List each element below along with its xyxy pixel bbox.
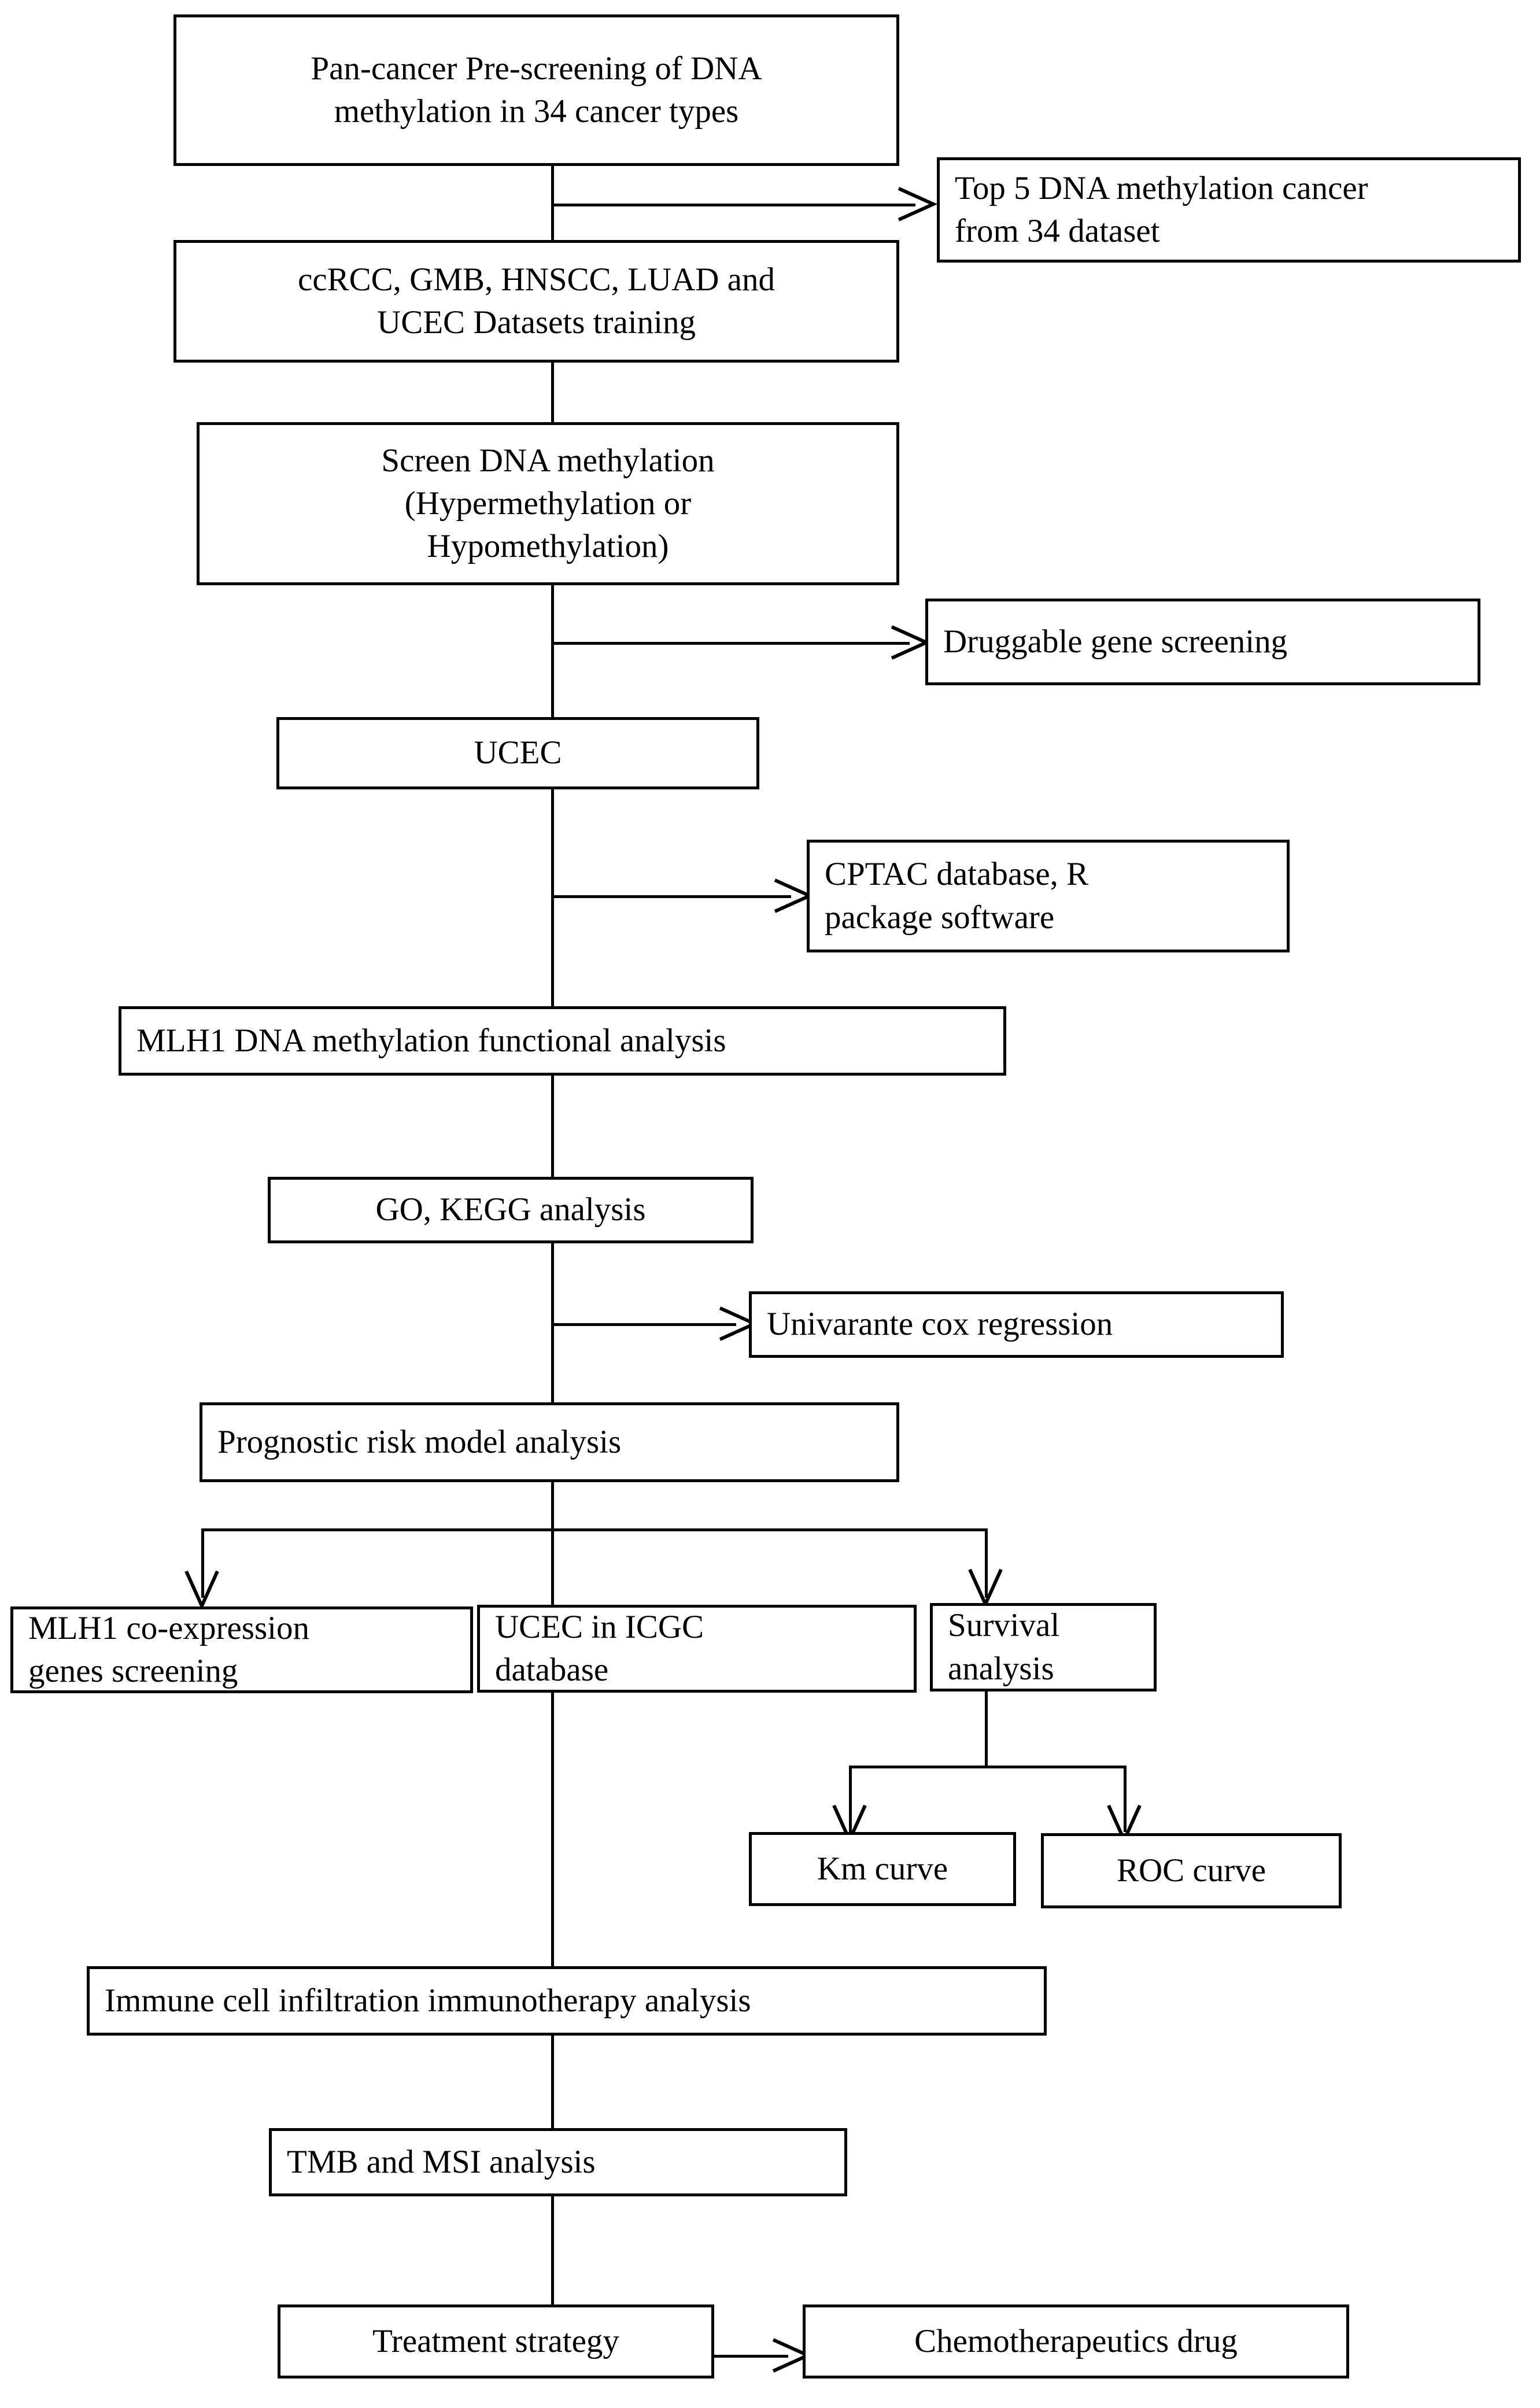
edge-prognostic-splitbar [201, 1528, 988, 1531]
node-survival-analysis[interactable]: Survival analysis [930, 1603, 1157, 1691]
edge-screen-to-ucec [551, 581, 554, 721]
edge-prognostic-to-survival-v [985, 1528, 988, 1598]
node-treatment-strategy[interactable]: Treatment strategy [278, 2304, 714, 2379]
edge-prognostic-to-icgc-v [551, 1528, 554, 1609]
edge-prognostic-stem [551, 1479, 554, 1531]
edge-ucec-to-cptac-h [551, 895, 791, 898]
node-tmb-and-msi-analysis[interactable]: TMB and MSI analysis [269, 2128, 847, 2196]
edge-survival-to-roc-v [1124, 1766, 1127, 1832]
node-ccrcc-gmb-hnscc-luad-ucec-datasets[interactable]: ccRCC, GMB, HNSCC, LUAD and UCEC Dataset… [173, 240, 899, 363]
edge-treatment-to-chemo-h [713, 2355, 788, 2358]
edge-gokegg-to-univariate-h [551, 1323, 736, 1326]
node-mlh1-co-expression-genes-screening[interactable]: MLH1 co-expression genes screening [10, 1606, 473, 1693]
node-go-kegg-analysis[interactable]: GO, KEGG analysis [268, 1177, 754, 1243]
edge-survival-stem [985, 1690, 988, 1768]
node-univarante-cox-regression[interactable]: Univarante cox regression [749, 1291, 1284, 1358]
node-prognostic-risk-model-analysis[interactable]: Prognostic risk model analysis [200, 1402, 899, 1482]
node-screen-dna-methylation[interactable]: Screen DNA methylation (Hypermethylation… [197, 422, 899, 585]
edge-prognostic-to-coexpression-v [201, 1528, 204, 1598]
edge-datasets-to-screen [551, 359, 554, 427]
edge-survival-to-km-v [849, 1766, 852, 1832]
node-roc-curve[interactable]: ROC curve [1041, 1833, 1342, 1908]
node-immune-cell-infiltration-immunotherapy-analysis[interactable]: Immune cell infiltration immunotherapy a… [87, 1966, 1047, 2036]
node-druggable-gene-screening[interactable]: Druggable gene screening [925, 599, 1480, 685]
edge-icgc-to-immune [551, 1691, 554, 1968]
edge-screen-to-druggable-h [551, 642, 910, 645]
arrowhead-to-coexpression [184, 1570, 220, 1611]
edge-immune-to-tmb [551, 2033, 554, 2131]
node-km-curve[interactable]: Km curve [749, 1832, 1016, 1906]
node-mlh1-dna-methylation-functional-analysis[interactable]: MLH1 DNA methylation functional analysis [119, 1006, 1006, 1076]
arrowhead-to-top5 [898, 186, 938, 222]
node-cptac-database-r-package[interactable]: CPTAC database, R package software [807, 840, 1290, 952]
node-ucec-in-icgc-database[interactable]: UCEC in ICGC database [477, 1605, 917, 1693]
node-chemotherapeutics-drug[interactable]: Chemotherapeutics drug [803, 2304, 1349, 2379]
node-ucec[interactable]: UCEC [276, 717, 759, 789]
edge-mlh1-to-gokegg [551, 1071, 554, 1181]
node-pan-cancer-prescreening[interactable]: Pan-cancer Pre-screening of DNA methylat… [173, 14, 899, 166]
edge-ucec-to-mlh1 [551, 785, 554, 1011]
edge-tmb-to-treatment [551, 2192, 554, 2307]
edge-pancancer-to-top5-h [551, 204, 915, 206]
edge-survival-splitbar [849, 1766, 1127, 1768]
node-top5-dna-methylation-cancer[interactable]: Top 5 DNA methylation cancer from 34 dat… [937, 157, 1521, 263]
